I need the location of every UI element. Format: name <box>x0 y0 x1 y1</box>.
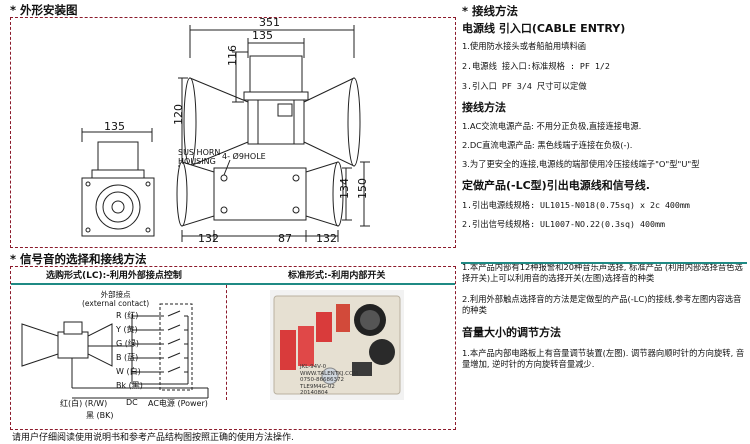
dim-132-right: 132 <box>316 232 337 245</box>
right-teal-divider <box>461 262 747 264</box>
power-dc-label: DC <box>126 398 138 407</box>
inner-divider <box>226 285 229 400</box>
power-red-label: 红(白) (R/W) <box>60 399 108 408</box>
wiring-diagram <box>21 303 209 399</box>
pcb-image <box>273 295 401 395</box>
cable-item-1: 1.使用防水接头或者船舶用填料函 <box>462 41 587 51</box>
hole-label: SUS HORN HOUSING <box>178 148 221 166</box>
cable-item-3: 3.引入口 PF 3/4 尺寸可以定做 <box>462 81 587 91</box>
wiring-item-2: 2.DC直流电源产品: 黑色线端子连接在负极(-). <box>462 140 633 150</box>
dim-135-top: 135 <box>252 29 273 42</box>
wire-y: Y (黄) <box>116 325 138 334</box>
footer-note: 请用户仔细阅读使用说明书和参考产品结构图按照正确的使用方法操作. <box>12 433 294 443</box>
dim-132-left: 132 <box>198 232 219 245</box>
dim-120: 120 <box>172 104 185 125</box>
dim-135-side: 135 <box>104 120 125 133</box>
std-subtitle: 标准形式:-利用内部开关 <box>288 271 386 281</box>
wiring-item-1: 1.AC交流电源产品: 不用分正负极,直接连接电源. <box>462 121 642 131</box>
dim-116: 116 <box>226 45 239 66</box>
power-ac-label: AC电源 (Power) <box>148 399 208 408</box>
teal-divider <box>11 283 455 285</box>
wire-b: B (蓝) <box>116 353 139 362</box>
volume-heading: 音量大小的调节方法 <box>462 326 561 339</box>
custom-item-2: 2.引出信号线规格: UL1007-NO.22(0.3sq) 400mm <box>462 219 665 229</box>
wire-g: G (绿) <box>116 339 139 348</box>
custom-product-heading: 定做产品(-LC型)引出电源线和信号线. <box>462 179 650 192</box>
external-contact-title: 外部接点 (external contact) <box>82 290 150 308</box>
signal-frame <box>10 266 456 430</box>
outline-drawing-frame <box>10 17 456 248</box>
wire-bk: Bk (黑) <box>116 381 143 390</box>
dim-87: 87 <box>278 232 292 245</box>
pcb-photo: JKL-94V-0 WWW.TALENTKJ.COM 0750-86686372… <box>270 290 404 400</box>
pcb-silkscreen: JKL-94V-0 WWW.TALENTKJ.COM 0750-86686372… <box>300 364 359 396</box>
hole-spec-label: 4- Ø9HOLE <box>222 152 266 161</box>
wiring-method-title: * 接线方法 <box>462 4 519 18</box>
custom-item-1: 1.引出电源线规格: UL1015-N018(0.75sq) x 2c 400m… <box>462 200 690 210</box>
lc-subtitle: 选购形式(LC):-利用外部接点控制 <box>46 271 182 281</box>
right-panel: * 接线方法 电源线 引入口(CABLE ENTRY) 1.使用防水接头或者船舶… <box>462 3 746 370</box>
cable-item-2: 2.电源线 接入口:标准规格 : PF 1/2 <box>462 61 610 71</box>
outline-drawing <box>81 25 370 242</box>
signal-section-title: * 信号音的选择和接线方法 <box>10 252 147 266</box>
power-black-label: 黑 (BK) <box>86 411 114 420</box>
wire-w: W (白) <box>116 367 141 376</box>
wiring-heading: 接线方法 <box>462 101 506 114</box>
sound-item-1: 1.本产品内部有12种报警和20种音乐声选择, 标准产品 (利用内部选择音色选择… <box>462 262 743 283</box>
wire-r: R (红) <box>116 311 139 320</box>
volume-item-1: 1.本产品内部电路板上有音量调节装置(左图). 调节器向顺时针的方向旋转, 音量… <box>462 348 745 369</box>
dim-134: 134 <box>338 178 351 199</box>
dim-351: 351 <box>259 16 280 29</box>
wiring-item-3: 3.为了更安全的连接,电源线的端部使用冷压接线端子"O"型"U"型 <box>462 159 700 169</box>
sound-item-2: 2.利用外部触点选择音的方法是定做型的产品(-LC)的接线,参考左图内容选音的种… <box>462 294 742 315</box>
cable-entry-heading: 电源线 引入口(CABLE ENTRY) <box>462 22 626 35</box>
outline-section-title: * 外形安装图 <box>10 3 78 17</box>
wire-list: R (红) Y (黄) G (绿) B (蓝) W (白) Bk (黑) <box>116 309 143 393</box>
dim-150: 150 <box>356 178 369 199</box>
